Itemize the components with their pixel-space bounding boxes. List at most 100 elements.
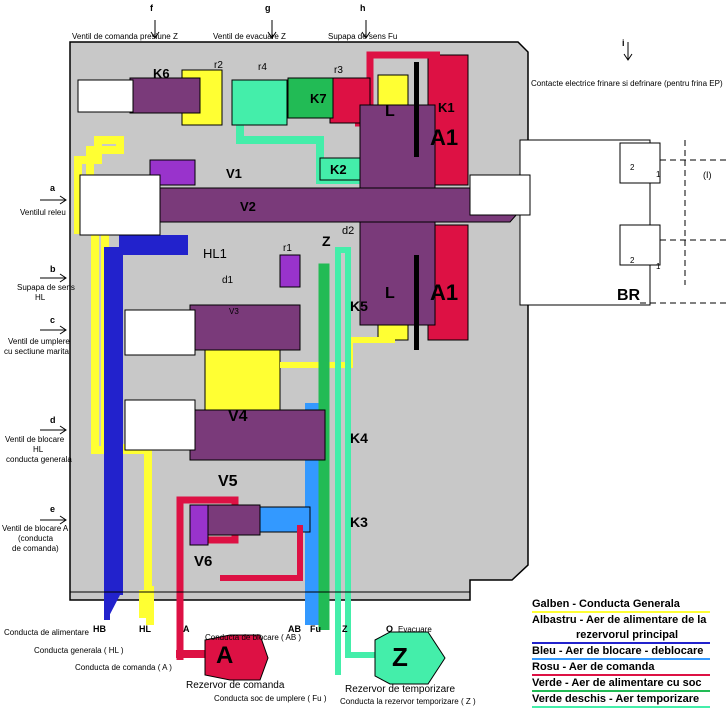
label-r3: r3: [334, 65, 343, 76]
label-r2: r2: [214, 60, 223, 71]
red-control-pipe: [176, 496, 239, 660]
label-e: e: [50, 504, 56, 514]
yellow-chamber-V4: [204, 339, 281, 411]
label-HL1: HL1: [203, 246, 227, 261]
label-A1-top: A1: [430, 125, 459, 150]
label-K5: K5: [350, 298, 368, 314]
label-conducta-soc: Conducta soc de umplere ( Fu ): [214, 694, 327, 703]
piston-K6: [129, 77, 201, 114]
label-r4: r4: [258, 62, 267, 73]
switch-bottom: [619, 224, 661, 266]
label-conducta-blocare: Conducta de blocare ( AB ): [205, 633, 302, 642]
label-a: a: [50, 183, 56, 193]
arrow-a: [40, 195, 67, 205]
label-conducta-comanda: Conducta de comanda ( A ): [75, 663, 172, 672]
label-Z-inner: Z: [322, 233, 331, 249]
label-conducta-alimentare: Conducta de alimentare: [4, 628, 89, 637]
label-AB: AB: [288, 624, 301, 634]
legend-item-bleu: Bleu - Aer de blocare - deblocare: [532, 644, 710, 660]
label-A: A: [183, 624, 190, 634]
label-conducta-rezervor-temp: Conducta la rezervor temporizare ( Z ): [340, 697, 476, 706]
label-c: c: [50, 315, 56, 325]
output-rod: [469, 174, 531, 216]
label-d-text2: HL: [33, 445, 44, 454]
label-V1: V1: [226, 166, 242, 181]
red-pipe-right: [220, 525, 303, 581]
label-sw-bot-1: 1: [656, 262, 661, 271]
lightgreen-z-pipe: [335, 247, 380, 675]
label-V5: V5: [218, 473, 238, 490]
label-reservoir-Z: Z: [392, 642, 408, 672]
label-K7: K7: [310, 91, 327, 106]
label-f-text: Ventil de comanda presiune Z: [72, 32, 178, 41]
arrow-e: [40, 515, 67, 525]
label-e-text2: (conducta: [18, 534, 54, 543]
label-L-top: L: [385, 103, 395, 120]
reservoir-A-pipe: [176, 650, 206, 658]
label-K4: K4: [350, 430, 368, 446]
legend-item-galben: Galben - Conducta Generala: [532, 597, 710, 613]
piston-r1: [279, 254, 301, 288]
label-e-text3: de comanda): [12, 544, 59, 553]
label-sw-top-1: 1: [656, 170, 661, 179]
label-HL: HL: [139, 624, 151, 634]
label-c-text2: cu sectiune marita: [4, 347, 69, 356]
label-K6: K6: [153, 66, 170, 81]
piston-K5: [189, 304, 301, 351]
arrow-c: [40, 325, 67, 335]
label-r1: r1: [283, 243, 292, 254]
arrow-g: [267, 20, 277, 39]
label-L-bottom: L: [385, 285, 395, 302]
label-K3: K3: [350, 514, 368, 530]
legend-item-verde-deschis: Verde deschis - Aer temporizare: [532, 692, 710, 708]
label-i-text: Contacte electrice frinare si defrinare …: [531, 79, 723, 88]
green-chamber-K7: [287, 77, 334, 119]
label-evacuare: Evacuare: [398, 625, 432, 634]
label-d1: d1: [222, 275, 234, 286]
legend-item-rosu: Rosu - Aer de comanda: [532, 660, 710, 676]
label-h: h: [360, 3, 366, 13]
arrow-h: [361, 20, 371, 39]
label-i: i: [622, 38, 625, 48]
label-HB: HB: [93, 624, 106, 634]
label-rezervor-temporizare: Rezervor de temporizare: [345, 684, 456, 695]
arrow-d: [40, 425, 67, 435]
piston-K4: [189, 409, 326, 461]
label-V3: V3: [229, 307, 239, 316]
label-a-text: Ventilul releu: [20, 208, 66, 217]
reservoir-A: [204, 634, 269, 681]
diaphragm-bottom: [414, 255, 419, 350]
label-d-text1: Ventil de blocare: [5, 435, 65, 444]
spring-K5: [124, 309, 196, 356]
label-sw-top-2: 2: [630, 163, 635, 172]
label-d: d: [50, 415, 56, 425]
legend: Galben - Conducta Generala Albastru - Ae…: [532, 597, 710, 708]
arrow-b: [40, 273, 67, 283]
blue-supply-pipe: [104, 235, 188, 620]
label-d2: d2: [342, 225, 355, 237]
label-V4: V4: [228, 408, 248, 425]
arrow-i: [623, 42, 633, 61]
label-conducta-generala: Conducta generala ( HL ): [34, 646, 124, 655]
spring-K6: [77, 79, 134, 113]
label-h-text: Supapa de sens Fu: [328, 32, 398, 41]
lightgreen-chamber-r4: [231, 79, 288, 126]
label-sw-bot-2: 2: [630, 256, 635, 265]
label-b-text2: HL: [35, 293, 46, 302]
label-V2: V2: [240, 199, 256, 214]
label-K2: K2: [330, 162, 347, 177]
label-A1-bottom: A1: [430, 280, 459, 305]
label-I: (I): [703, 170, 712, 180]
relay-white-chamber: [79, 174, 161, 236]
diaphragm-top: [414, 62, 419, 157]
label-rezervor-comanda: Rezervor de comanda: [186, 680, 285, 691]
label-c-text1: Ventil de umplere: [8, 337, 70, 346]
arrow-f: [150, 20, 160, 39]
label-BR: BR: [617, 287, 641, 304]
valve-V6: [189, 504, 209, 546]
label-Z: Z: [342, 624, 348, 634]
reservoir-Z: [374, 631, 446, 685]
label-b-text1: Supapa de sens: [17, 283, 75, 292]
